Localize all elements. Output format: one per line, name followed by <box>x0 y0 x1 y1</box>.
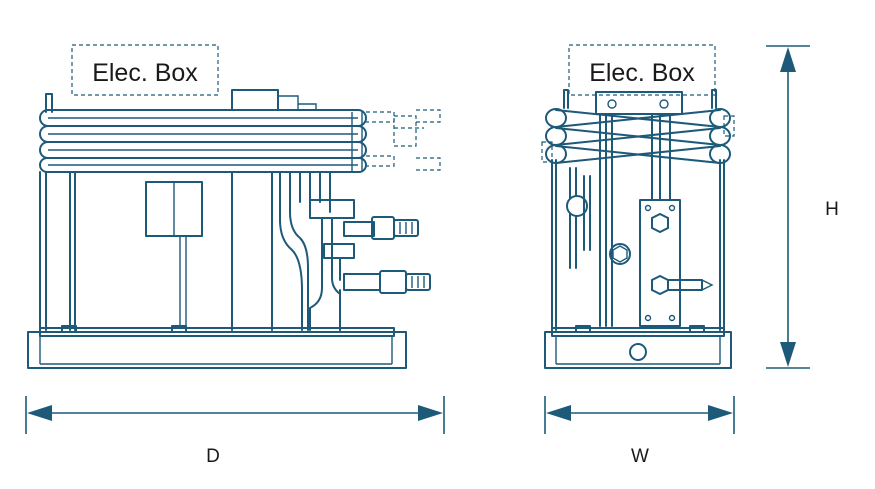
front-elec-box-outline <box>568 44 716 96</box>
side-elec-box-label: Elec. Box <box>92 59 198 87</box>
front-elec-box-label: Elec. Box <box>589 59 695 87</box>
width-arrow-left <box>546 405 571 421</box>
depth-arrow-right <box>418 405 443 421</box>
width-arrow-right <box>708 405 733 421</box>
side-elec-box-outline <box>71 44 219 96</box>
side-fittings-dashed <box>366 109 441 171</box>
height-arrow-bottom <box>780 342 796 367</box>
front-base <box>544 325 732 369</box>
width-label: W <box>631 446 649 467</box>
front-coil <box>541 108 735 164</box>
height-dimension: H <box>766 45 839 369</box>
side-top-box <box>231 89 279 111</box>
side-view: Elec. Box <box>25 44 445 467</box>
side-base <box>27 325 407 369</box>
depth-dimension: D <box>25 396 445 467</box>
side-coil <box>39 109 367 173</box>
front-valve-plate <box>639 199 681 327</box>
height-arrow-top <box>780 47 796 72</box>
depth-arrow-left <box>27 405 52 421</box>
width-dimension: W <box>544 396 735 467</box>
height-label: H <box>825 199 839 220</box>
depth-label: D <box>206 446 220 467</box>
side-piping <box>279 171 431 331</box>
front-view: Elec. Box <box>541 44 839 467</box>
